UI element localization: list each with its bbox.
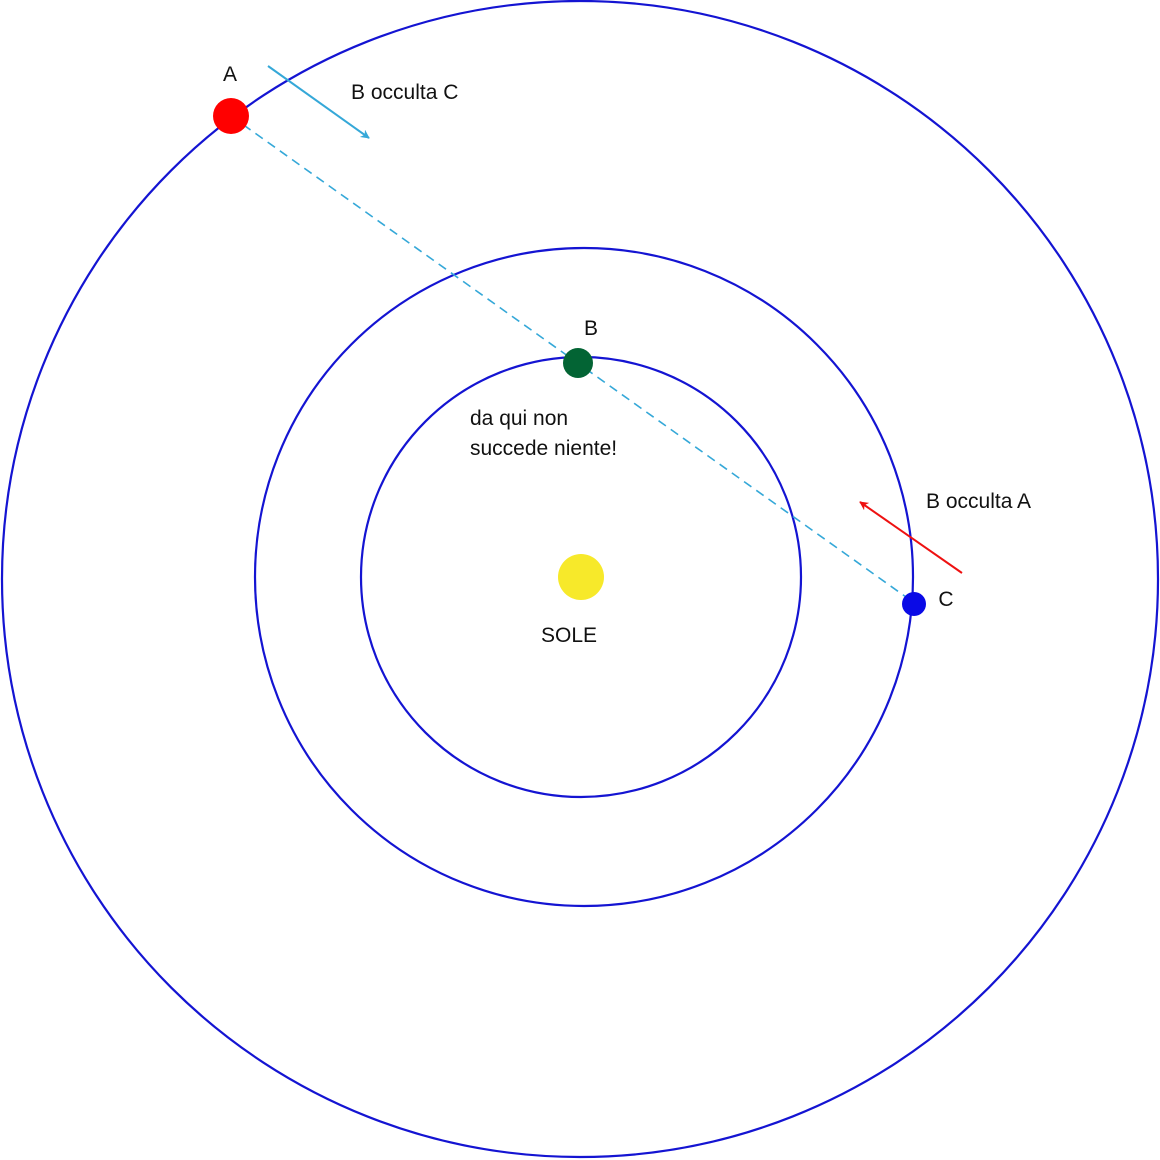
arrow-b-occults-c bbox=[267, 65, 370, 139]
label-b-occults-a: B occulta A bbox=[926, 490, 1031, 513]
arrow-b-occults-a bbox=[859, 501, 963, 574]
planet-a-label: A bbox=[223, 63, 237, 86]
note-line-2: succede niente! bbox=[470, 437, 617, 460]
line-of-sight bbox=[230, 115, 914, 603]
sun-label: SOLE bbox=[541, 624, 597, 647]
orbit-middle bbox=[253, 246, 915, 908]
sun bbox=[558, 554, 604, 600]
planet-a bbox=[213, 98, 249, 134]
planet-b-label: B bbox=[584, 317, 598, 340]
note-line-1: da qui non bbox=[470, 407, 568, 430]
planet-c bbox=[902, 592, 926, 616]
label-b-occults-c: B occulta C bbox=[351, 81, 458, 104]
planet-c-label: C bbox=[938, 588, 953, 611]
planet-b bbox=[563, 348, 593, 378]
